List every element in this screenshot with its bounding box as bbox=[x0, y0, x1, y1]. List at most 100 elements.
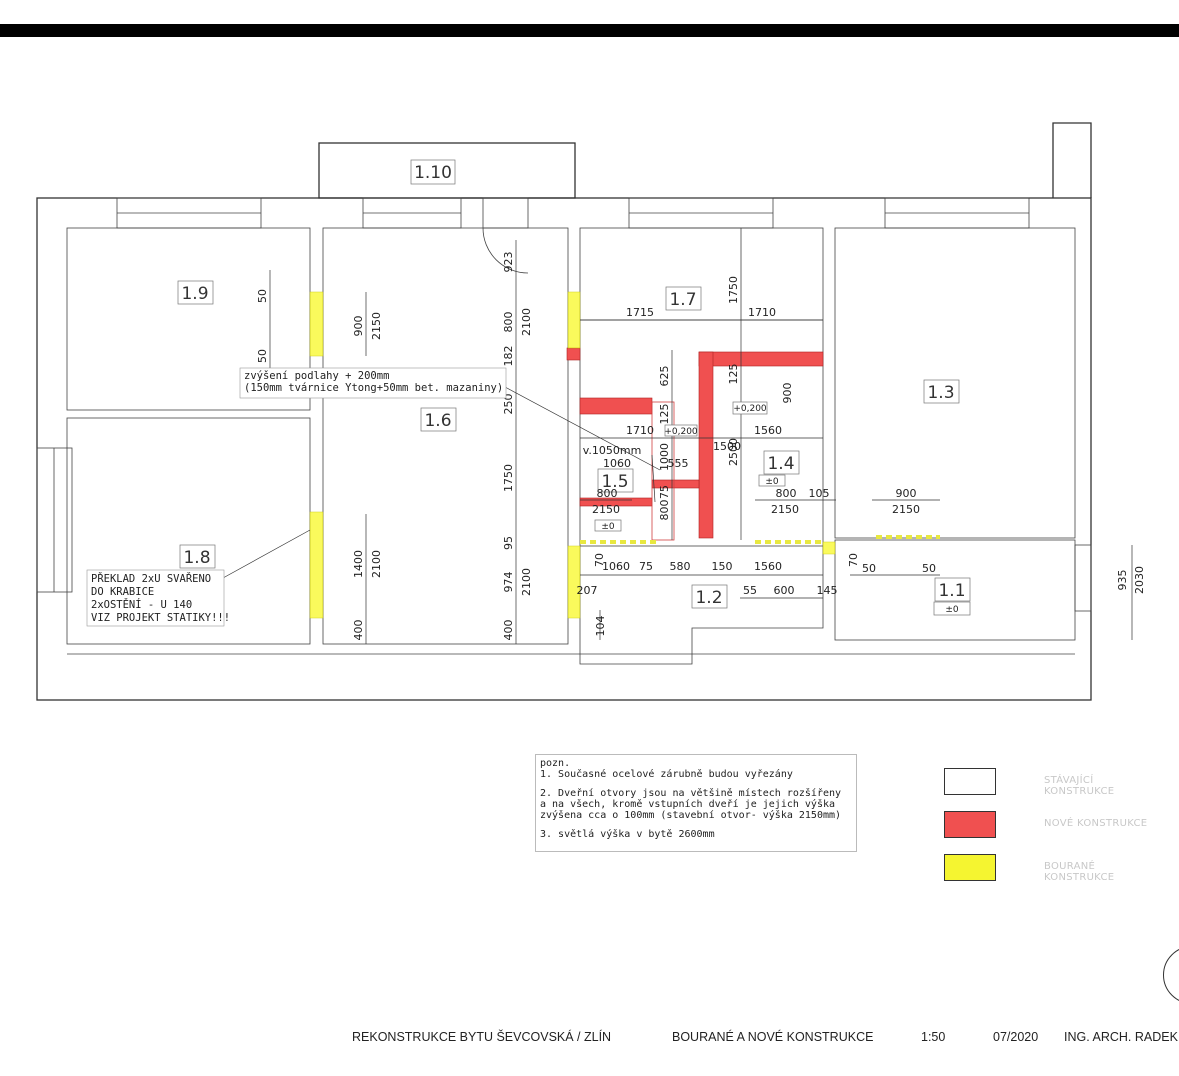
floor-plan: 1.10 1.9 1.6 1.7 1.3 1.8 1.5 1.4 1.2 1.1… bbox=[36, 122, 1146, 701]
dim-text: 400 bbox=[502, 620, 515, 641]
room-label-1-2: 1.2 bbox=[695, 588, 722, 608]
dim-text: 900 bbox=[781, 383, 794, 404]
dim-text: 50 bbox=[922, 562, 936, 575]
dim-text: 182 bbox=[502, 346, 515, 367]
room-box bbox=[691, 584, 728, 609]
annotation-box bbox=[239, 367, 507, 399]
entrance-opening bbox=[1074, 544, 1092, 612]
dim-text: 400 bbox=[352, 620, 365, 641]
outer-wall-tower bbox=[1052, 122, 1092, 198]
annotation-line: DO KRABICE bbox=[91, 586, 154, 598]
legend-label-existing: STÁVAJÍCÍ KONSTRUKCE bbox=[1044, 775, 1115, 797]
note-3: 3. světlá výška v bytě 2600mm bbox=[540, 829, 715, 840]
dim-text: 50 bbox=[256, 349, 269, 363]
dim-text: 800 bbox=[776, 487, 797, 500]
room-labels: 1.10 1.9 1.6 1.7 1.3 1.8 1.5 1.4 1.2 1.1 bbox=[177, 159, 971, 609]
legend-row-demolished: BOURANÉ KONSTRUKCE bbox=[944, 854, 1164, 883]
dim-text: 1750 bbox=[502, 464, 515, 492]
room-label-1-7: 1.7 bbox=[669, 290, 696, 310]
demo-segment bbox=[309, 291, 324, 357]
room-box bbox=[410, 159, 456, 185]
dim-text: 900 bbox=[352, 316, 365, 337]
window-1-8 bbox=[36, 447, 73, 593]
new-wall-segment bbox=[698, 351, 714, 539]
room-box bbox=[665, 286, 702, 311]
room-box bbox=[179, 544, 216, 569]
level-marker: ±0 bbox=[765, 477, 779, 487]
dim-text: 2100 bbox=[370, 550, 383, 578]
footer-sheet: BOURANÉ A NOVÉ KONSTRUKCE bbox=[672, 1030, 874, 1044]
dim-text: 75 bbox=[639, 560, 653, 573]
legend-swatch-demolished bbox=[944, 854, 996, 881]
annotation-line: zvýšení podlahy + 200mm bbox=[244, 370, 389, 382]
room-box bbox=[420, 407, 457, 432]
notes-title: pozn. bbox=[540, 758, 571, 769]
room-box bbox=[934, 577, 971, 602]
level-marker: +0,200 bbox=[733, 404, 767, 414]
dim-text: 150 bbox=[712, 560, 733, 573]
footer-date: 07/2020 bbox=[993, 1030, 1039, 1044]
new-walls bbox=[566, 347, 824, 541]
room-box bbox=[597, 468, 634, 493]
legend-label-new: NOVÉ KONSTRUKCE bbox=[1044, 818, 1148, 829]
leader-lintel bbox=[222, 529, 311, 579]
dim-text: 935 bbox=[1116, 570, 1129, 591]
level-marker: ±0 bbox=[945, 605, 959, 615]
dim-text: 2500 bbox=[727, 438, 740, 466]
annotation-line: VIZ PROJEKT STATIKY!!! bbox=[91, 612, 230, 624]
dim-text: 2100 bbox=[520, 568, 533, 596]
dimension-lines bbox=[269, 240, 1133, 644]
dim-text: 2030 bbox=[1133, 566, 1146, 594]
level-box bbox=[594, 519, 622, 532]
footer-scale: 1:50 bbox=[921, 1030, 946, 1044]
room-box bbox=[923, 379, 960, 404]
demo-segment bbox=[567, 291, 581, 349]
door-swing bbox=[482, 227, 529, 274]
dim-text: 2150 bbox=[892, 503, 920, 516]
notes-box: pozn. 1. Současné ocelové zárubně budou … bbox=[535, 754, 857, 852]
dim-text: 800 bbox=[658, 500, 671, 521]
leader-floor bbox=[504, 386, 661, 471]
annotation-line: 2xOSTĚNÍ - U 140 bbox=[91, 598, 192, 611]
level-marker: +0,200 bbox=[664, 427, 698, 437]
annotation-box bbox=[86, 569, 225, 627]
dimension-texts-vertical: 923 800 2100 182 250 1750 95 974 2100 40… bbox=[256, 252, 1146, 641]
dim-text: 125 bbox=[658, 404, 671, 425]
dim-text: 145 bbox=[817, 584, 838, 597]
dim-text: 105 bbox=[809, 487, 830, 500]
room-box bbox=[177, 280, 214, 305]
annotation-line: (150mm tvárnice Ytong+50mm bet. mazaniny… bbox=[244, 382, 503, 394]
dim-text: 625 bbox=[658, 366, 671, 387]
demo-segment bbox=[567, 545, 581, 619]
room-label-1-6: 1.6 bbox=[424, 411, 451, 431]
level-marker: ±0 bbox=[601, 522, 615, 532]
demo-segment bbox=[309, 511, 324, 619]
dim-text: 555 bbox=[668, 457, 689, 470]
dim-text: 1560 bbox=[754, 560, 782, 573]
room-label-1-4: 1.4 bbox=[767, 454, 794, 474]
room-label-1-8: 1.8 bbox=[183, 548, 210, 568]
room-label-1-9: 1.9 bbox=[181, 284, 208, 304]
legend-swatch-new bbox=[944, 811, 996, 838]
new-wall-segment bbox=[566, 347, 581, 361]
dim-text: 2100 bbox=[520, 308, 533, 336]
dim-text: 50 bbox=[862, 562, 876, 575]
footer-project: REKONSTRUKCE BYTU ŠEVCOVSKÁ / ZLÍN bbox=[352, 1030, 612, 1044]
dim-text: 1400 bbox=[352, 550, 365, 578]
dim-text: 1750 bbox=[727, 276, 740, 304]
dim-text: 95 bbox=[502, 536, 515, 550]
room-label-1-3: 1.3 bbox=[927, 383, 954, 403]
note-2: 2. Dveřní otvory jsou na většině místech… bbox=[540, 788, 842, 821]
room-box bbox=[763, 450, 800, 475]
dim-text: 75 bbox=[658, 485, 671, 499]
dim-text: 800 bbox=[597, 487, 618, 500]
title-block: REKONSTRUKCE BYTU ŠEVCOVSKÁ / ZLÍN BOURA… bbox=[0, 1030, 1179, 1050]
legend-row-new: NOVÉ KONSTRUKCE bbox=[944, 811, 1164, 839]
legend-row-existing: STÁVAJÍCÍ KONSTRUKCE bbox=[944, 768, 1164, 797]
dim-text: 800 bbox=[502, 312, 515, 333]
dim-text: 1060 bbox=[603, 457, 631, 470]
dim-text: 2150 bbox=[370, 312, 383, 340]
new-wall-segment bbox=[579, 397, 653, 415]
balcony-door bbox=[482, 197, 529, 229]
dim-text: 580 bbox=[670, 560, 691, 573]
